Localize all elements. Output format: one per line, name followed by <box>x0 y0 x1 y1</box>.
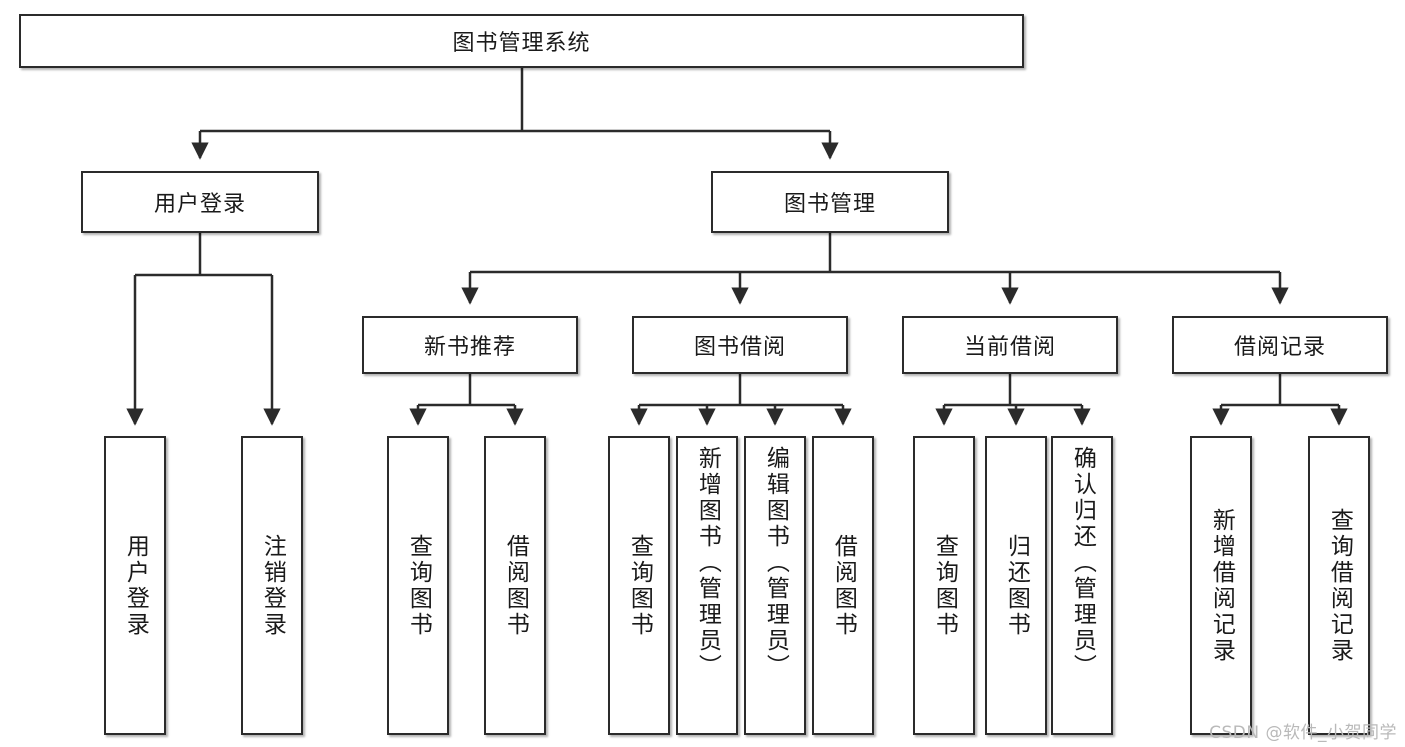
node-new-book-recommend[interactable]: 新书推荐 <box>362 316 578 374</box>
node-leaf-add-book-admin-label: 新增图书（管理员） <box>694 446 721 680</box>
node-leaf-return-book-label: 归还图书 <box>1003 533 1030 638</box>
node-leaf-add-borrow-record-label: 新增借阅记录 <box>1208 507 1235 664</box>
node-leaf-user-login[interactable]: 用户登录 <box>104 436 166 735</box>
node-leaf-query-book-current-label: 查询图书 <box>931 533 958 638</box>
node-leaf-add-borrow-record[interactable]: 新增借阅记录 <box>1190 436 1252 735</box>
node-leaf-user-login-label: 用户登录 <box>122 533 149 638</box>
node-book-borrow[interactable]: 图书借阅 <box>632 316 848 374</box>
node-leaf-logout[interactable]: 注销登录 <box>241 436 303 735</box>
node-leaf-borrow-book-recommend-label: 借阅图书 <box>502 533 529 638</box>
node-leaf-add-book-admin[interactable]: 新增图书（管理员） <box>676 436 738 735</box>
node-leaf-query-book-recommend[interactable]: 查询图书 <box>387 436 449 735</box>
node-leaf-logout-label: 注销登录 <box>259 533 286 638</box>
node-root[interactable]: 图书管理系统 <box>19 14 1024 68</box>
node-leaf-query-borrow-record[interactable]: 查询借阅记录 <box>1308 436 1370 735</box>
node-leaf-borrow-book[interactable]: 借阅图书 <box>812 436 874 735</box>
node-leaf-edit-book-admin[interactable]: 编辑图书（管理员） <box>744 436 806 735</box>
node-leaf-confirm-return-admin-label: 确认归还（管理员） <box>1069 446 1096 680</box>
node-leaf-borrow-book-label: 借阅图书 <box>830 533 857 638</box>
node-current-borrow[interactable]: 当前借阅 <box>902 316 1118 374</box>
node-book-borrow-label: 图书借阅 <box>693 335 786 360</box>
node-book-management-label: 图书管理 <box>783 192 876 217</box>
node-leaf-query-book-borrow-label: 查询图书 <box>626 533 653 638</box>
node-leaf-query-book-borrow[interactable]: 查询图书 <box>608 436 670 735</box>
node-leaf-borrow-book-recommend[interactable]: 借阅图书 <box>484 436 546 735</box>
node-user-login-label: 用户登录 <box>153 192 246 217</box>
node-leaf-query-borrow-record-label: 查询借阅记录 <box>1326 507 1353 664</box>
node-leaf-confirm-return-admin[interactable]: 确认归还（管理员） <box>1051 436 1113 735</box>
node-book-management[interactable]: 图书管理 <box>711 171 949 233</box>
node-root-label: 图书管理系统 <box>452 31 591 56</box>
node-borrow-record[interactable]: 借阅记录 <box>1172 316 1388 374</box>
node-user-login[interactable]: 用户登录 <box>81 171 319 233</box>
node-leaf-edit-book-admin-label: 编辑图书（管理员） <box>762 446 789 680</box>
node-leaf-query-book-recommend-label: 查询图书 <box>405 533 432 638</box>
node-leaf-return-book[interactable]: 归还图书 <box>985 436 1047 735</box>
node-new-book-recommend-label: 新书推荐 <box>423 335 516 360</box>
node-current-borrow-label: 当前借阅 <box>963 335 1056 360</box>
node-leaf-query-book-current[interactable]: 查询图书 <box>913 436 975 735</box>
node-borrow-record-label: 借阅记录 <box>1233 335 1326 360</box>
